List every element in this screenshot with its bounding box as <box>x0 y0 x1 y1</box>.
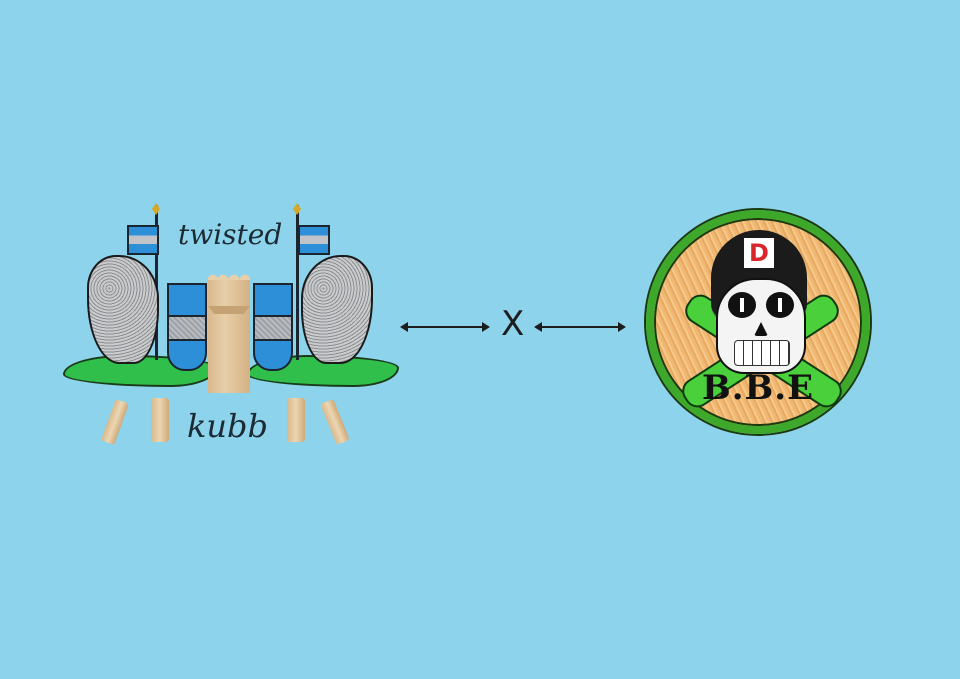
logo-word-twisted: twisted <box>178 218 283 251</box>
finial-left-icon <box>152 203 160 215</box>
helmet-letter: D <box>744 238 774 268</box>
right-double-arrow-icon <box>534 322 626 332</box>
skull-icon <box>716 278 806 374</box>
kubb-block-icon <box>151 398 169 442</box>
baton-icon <box>320 398 350 446</box>
left-double-arrow-icon <box>400 322 490 332</box>
logo-word-kubb: kubb <box>187 407 268 445</box>
versus-label: X <box>501 304 525 344</box>
bbe-text: B.B.E <box>701 368 815 408</box>
shield-left-icon <box>167 283 207 371</box>
shield-right-icon <box>253 283 293 371</box>
baton-icon <box>100 398 130 446</box>
sheep-right-icon <box>301 255 373 364</box>
kubb-king-piece-icon <box>208 270 250 393</box>
twisted-kubb-logo: twisted kubb <box>55 195 400 460</box>
flag-right-icon <box>298 225 330 255</box>
finial-right-icon <box>293 203 301 215</box>
flagpole-right <box>296 205 299 360</box>
flag-left-icon <box>127 225 159 255</box>
bbe-logo: D B.B.E <box>646 210 870 434</box>
sheep-left-icon <box>87 255 159 364</box>
kubb-block-icon <box>287 398 305 442</box>
